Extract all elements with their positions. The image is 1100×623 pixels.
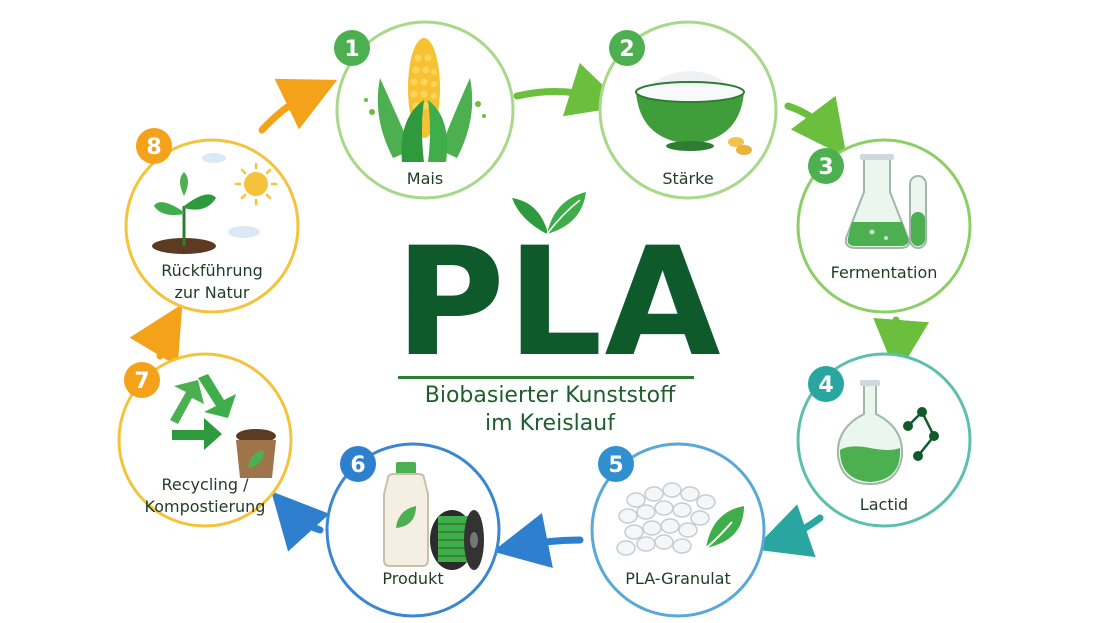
subtitle: Biobasierter Kunststoff im Kreislauf xyxy=(380,382,720,438)
arrow-5-6 xyxy=(492,513,584,568)
step-7-label-line-2: Kompostierung xyxy=(144,497,266,516)
step-8-badge: 8 xyxy=(136,128,172,164)
step-1-number: 1 xyxy=(344,37,359,62)
step-7-label-line-1: Recycling / xyxy=(161,475,249,494)
sprout-sun-icon xyxy=(152,153,278,254)
arrow-6-7 xyxy=(271,491,330,552)
step-1-badge: 1 xyxy=(334,30,370,66)
arrow-1-2 xyxy=(513,62,625,117)
step-4-label-line: Lactid xyxy=(859,495,909,514)
step-6-label-line: Produkt xyxy=(382,569,444,588)
bottle-spool-icon xyxy=(383,462,484,570)
step-8-label-line-1: Rückführung xyxy=(161,261,263,280)
step-2-badge: 2 xyxy=(609,30,645,66)
step-3-label: Fermentation xyxy=(819,262,949,284)
step-8-label: Rückführung zur Natur xyxy=(142,260,282,304)
subtitle-line-2: im Kreislauf xyxy=(485,411,615,436)
corn-icon xyxy=(364,38,486,162)
granules-icon xyxy=(616,482,716,556)
subtitle-line-1: Biobasierter Kunststoff xyxy=(424,383,676,408)
step-6-number: 6 xyxy=(350,453,365,478)
step-7-number: 7 xyxy=(134,369,149,394)
starch-bowl-icon xyxy=(635,71,752,155)
center-leaves-icon xyxy=(512,192,586,235)
arrow-4-5 xyxy=(753,504,824,558)
step-6-label: Produkt xyxy=(353,568,473,590)
step-3-label-line: Fermentation xyxy=(830,263,938,282)
step-5-badge: 5 xyxy=(598,446,634,482)
arrow-3-4 xyxy=(873,316,930,376)
arrow-2-3 xyxy=(784,95,847,158)
step-8-number: 8 xyxy=(146,135,161,160)
arrow-8-1 xyxy=(258,78,338,134)
step-1-label: Mais xyxy=(365,168,485,190)
step-3-number: 3 xyxy=(818,155,833,180)
step-2-label-line: Stärke xyxy=(662,169,714,188)
step-3-badge: 3 xyxy=(808,148,844,184)
step-8-label-line-2: zur Natur xyxy=(174,283,250,302)
step-4-number: 4 xyxy=(818,373,833,398)
step-5-label-line: PLA-Granulat xyxy=(625,569,731,588)
page-title: PLA xyxy=(395,216,723,390)
recycle-icon xyxy=(170,374,236,450)
step-2-label: Stärke xyxy=(628,168,748,190)
molecule-flask-icon xyxy=(836,380,939,486)
step-5-number: 5 xyxy=(608,453,623,478)
step-1-label-line: Mais xyxy=(406,169,444,188)
step-7-label: Recycling / Kompostierung xyxy=(135,474,275,518)
lab-flask-icon xyxy=(844,154,927,249)
compost-pot-icon xyxy=(236,429,276,478)
leaf-icon xyxy=(705,506,744,549)
step-5-label: PLA-Granulat xyxy=(608,568,748,590)
step-4-label: Lactid xyxy=(824,494,944,516)
arrow-7-8 xyxy=(129,303,183,367)
step-2-number: 2 xyxy=(619,37,634,62)
title-divider xyxy=(398,376,694,379)
step-4-badge: 4 xyxy=(808,366,844,402)
step-7-badge: 7 xyxy=(124,362,160,398)
step-6-badge: 6 xyxy=(340,446,376,482)
